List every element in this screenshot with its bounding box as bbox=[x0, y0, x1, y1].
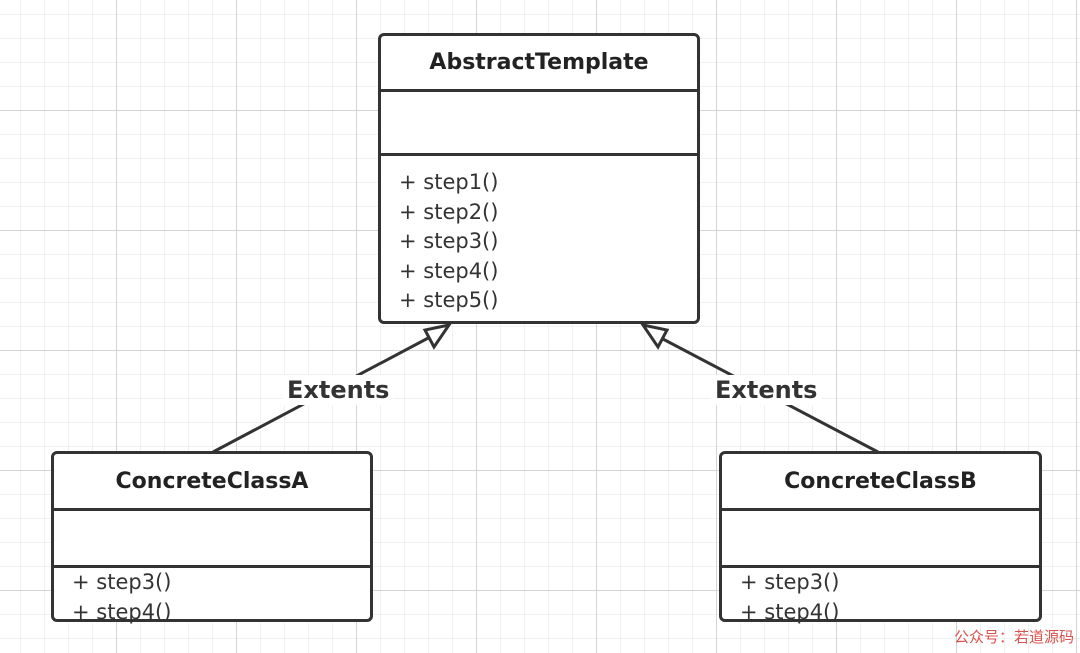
method-item: + step3() bbox=[740, 570, 840, 594]
method-item: + step2() bbox=[399, 199, 499, 224]
class-name: ConcreteClassA bbox=[54, 454, 370, 511]
concrete-class-b[interactable]: ConcreteClassB + step3() + step4() bbox=[719, 451, 1042, 624]
right-relation-label: Extents bbox=[711, 375, 822, 405]
method-item: + step5() bbox=[399, 288, 499, 312]
attributes-section bbox=[722, 511, 1039, 568]
method-item: + step4() bbox=[740, 599, 840, 624]
class-name: AbstractTemplate bbox=[381, 36, 697, 92]
method-item: + step4() bbox=[399, 258, 499, 283]
abstract-template-class[interactable]: AbstractTemplate + step1() + step2() + s… bbox=[378, 33, 700, 324]
method-item: + step3() bbox=[399, 229, 499, 253]
attributes-section bbox=[381, 92, 697, 156]
methods-section: + step3() + step4() bbox=[722, 568, 1039, 627]
method-item: + step4() bbox=[72, 599, 172, 624]
watermark-text: 公众号：若道源码 bbox=[953, 628, 1074, 646]
class-name: ConcreteClassB bbox=[722, 454, 1039, 511]
left-relation-label: Extents bbox=[283, 375, 394, 405]
attributes-section bbox=[54, 511, 370, 568]
right-inheritance-arrowhead bbox=[639, 322, 670, 350]
concrete-class-a[interactable]: ConcreteClassA + step3() + step4() bbox=[51, 451, 373, 624]
left-inheritance-arrowhead bbox=[422, 322, 453, 350]
methods-section: + step1() + step2() + step3() + step4() … bbox=[381, 156, 697, 316]
method-item: + step1() bbox=[399, 170, 499, 194]
methods-section: + step3() + step4() bbox=[54, 568, 370, 627]
method-item: + step3() bbox=[72, 570, 172, 594]
